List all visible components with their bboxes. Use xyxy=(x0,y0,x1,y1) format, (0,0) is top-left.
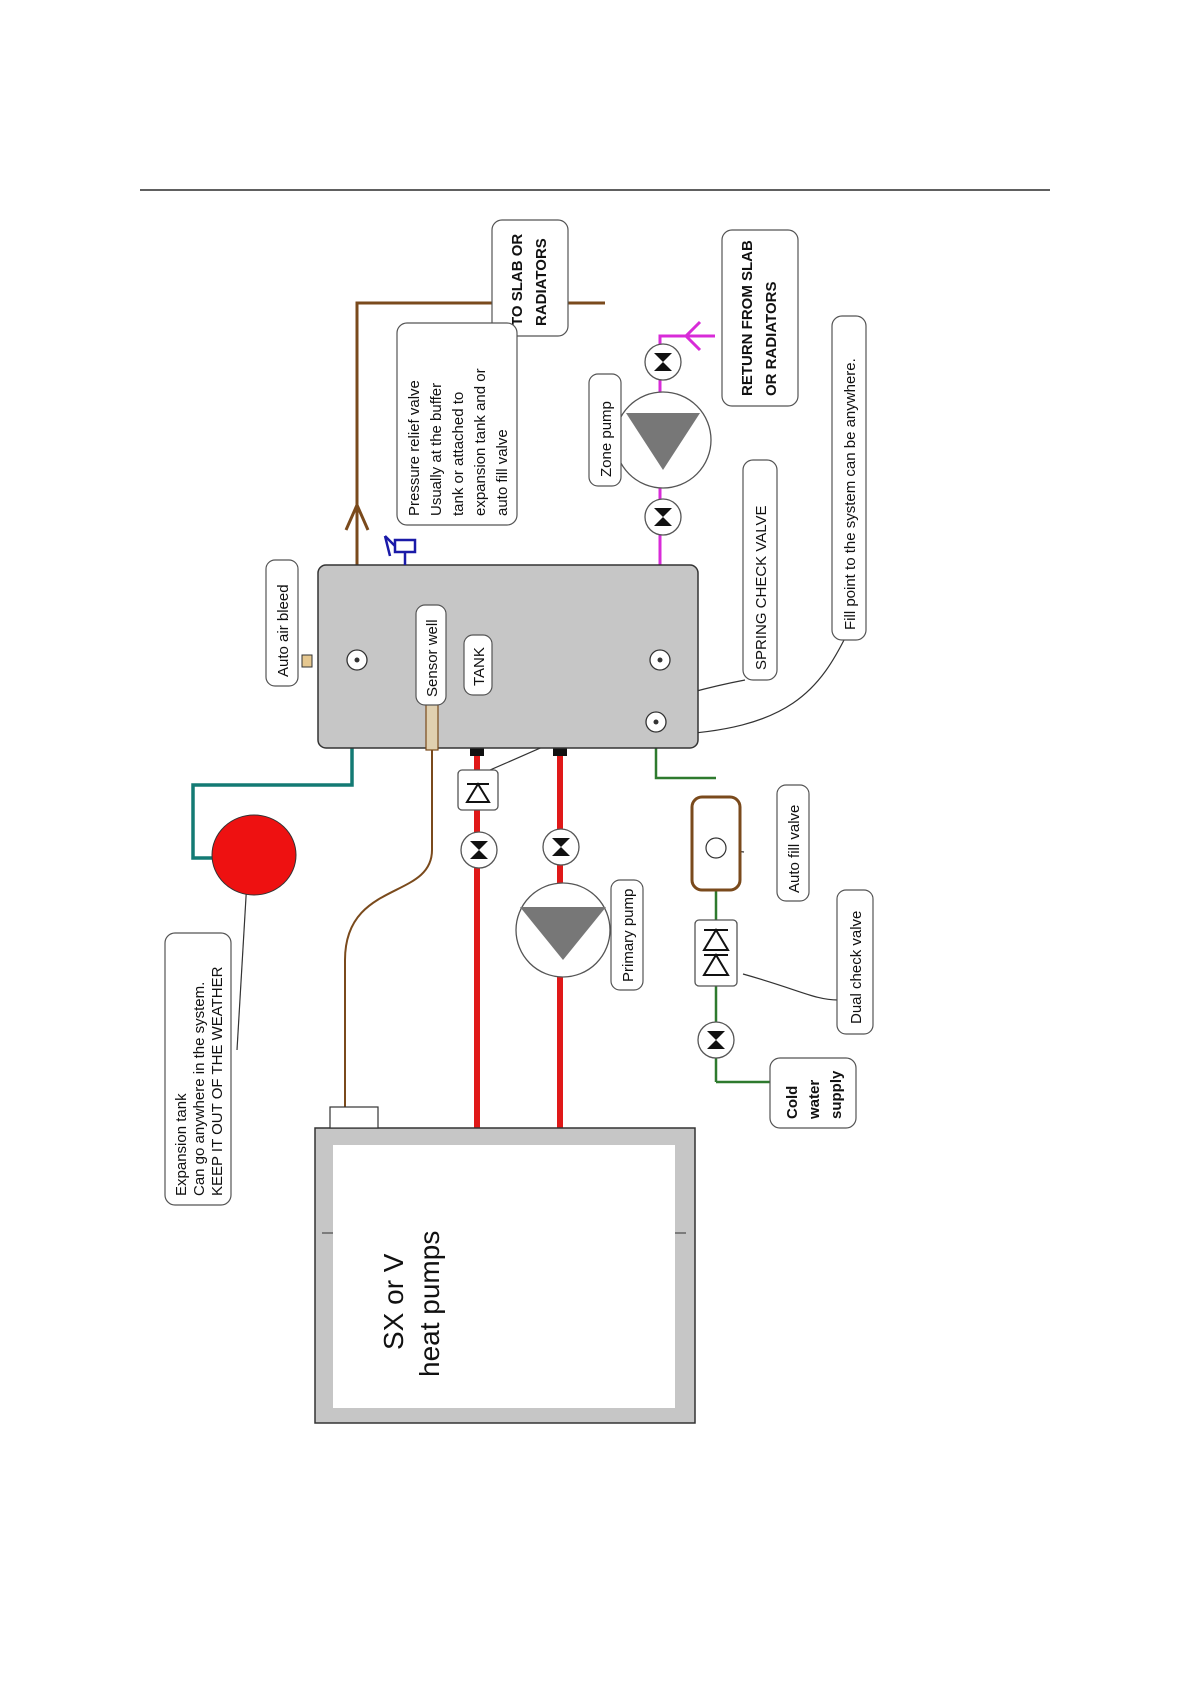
label-spring-check: SPRING CHECK VALVE xyxy=(742,459,778,681)
tank-text: TANK xyxy=(471,647,488,686)
buffer-tank xyxy=(317,564,699,751)
heat-pumps-line-1: SX or V xyxy=(378,1253,409,1350)
return-pipe xyxy=(658,320,715,660)
expansion-tank xyxy=(211,814,297,896)
return-slab-line-1: RETURN FROM SLAB xyxy=(739,240,756,396)
label-primary-pump: Primary pump xyxy=(610,879,644,991)
expansion-line-3: KEEP IT OUT OF THE WEATHER xyxy=(209,966,226,1196)
pressure-relief-valve xyxy=(383,535,417,565)
dual-check-valve-text: Dual check valve xyxy=(848,911,865,1024)
to-slab-line-2: RADIATORS xyxy=(533,238,550,326)
to-slab-line-1: TO SLAB OR xyxy=(509,234,526,326)
fill-point-text: Fill point to the system can be anywhere… xyxy=(842,358,859,630)
heat-pump-unit xyxy=(314,1106,696,1424)
cold-water-line-2: water xyxy=(806,1080,823,1120)
label-auto-air-bleed: Auto air bleed xyxy=(265,559,299,687)
isolation-valve-primary-right xyxy=(542,828,580,866)
label-sensor-well: Sensor well xyxy=(415,604,447,706)
label-pressure-relief: Pressure relief valve Usually at the buf… xyxy=(396,322,518,526)
sensor-well-text: Sensor well xyxy=(424,619,441,697)
label-dual-check-valve: Dual check valve xyxy=(836,889,874,1035)
cold-water-line-1: Cold xyxy=(784,1086,801,1119)
label-fill-point: Fill point to the system can be anywhere… xyxy=(831,315,867,641)
cold-water-line-3: supply xyxy=(828,1070,845,1119)
relief-line-3: tank or attached to xyxy=(450,392,467,516)
isolation-valve-return-bottom xyxy=(644,498,682,536)
relief-line-2: Usually at the buffer xyxy=(428,383,445,516)
sensor-capillary xyxy=(344,700,433,1115)
expansion-line-1: Expansion tank xyxy=(173,1093,190,1196)
auto-fill-valve-symbol xyxy=(690,795,742,892)
isolation-valve-primary-left xyxy=(460,831,498,869)
auto-air-bleed-fitting xyxy=(301,654,313,668)
auto-fill-valve-text: Auto fill valve xyxy=(786,805,803,893)
return-slab-line-2: OR RADIATORS xyxy=(763,282,780,396)
primary-pump-text: Primary pump xyxy=(620,889,637,982)
label-zone-pump: Zone pump xyxy=(588,373,622,487)
isolation-valve-return-top xyxy=(644,343,682,381)
label-tank: TANK xyxy=(463,634,493,696)
dual-check-valve-symbol xyxy=(694,919,738,987)
isolation-valve-cold-water xyxy=(697,1021,735,1059)
label-auto-fill-valve: Auto fill valve xyxy=(776,784,810,902)
heat-pumps-line-2: heat pumps xyxy=(414,1231,445,1377)
label-cold-water: Cold water supply xyxy=(769,1057,857,1129)
zone-pump xyxy=(614,391,712,489)
expansion-pipe xyxy=(191,748,354,860)
label-to-slab: TO SLAB OR RADIATORS xyxy=(491,219,569,337)
relief-line-5: auto fill valve xyxy=(494,429,511,516)
expansion-line-2: Can go anywhere in the system. xyxy=(191,982,208,1196)
relief-line-4: expansion tank and or xyxy=(472,368,489,516)
spring-check-valve-symbol xyxy=(457,769,499,811)
primary-pump xyxy=(515,882,611,978)
auto-air-bleed-text: Auto air bleed xyxy=(275,584,292,677)
relief-line-1: Pressure relief valve xyxy=(406,380,423,516)
label-return-slab: RETURN FROM SLAB OR RADIATORS xyxy=(721,229,799,407)
label-heat-pumps: SX or V heat pumps xyxy=(378,1231,445,1377)
label-expansion-tank: Expansion tank Can go anywhere in the sy… xyxy=(164,932,232,1206)
sensor-well-tube xyxy=(425,699,439,751)
zone-pump-text: Zone pump xyxy=(598,401,615,477)
spring-check-text: SPRING CHECK VALVE xyxy=(753,506,770,671)
